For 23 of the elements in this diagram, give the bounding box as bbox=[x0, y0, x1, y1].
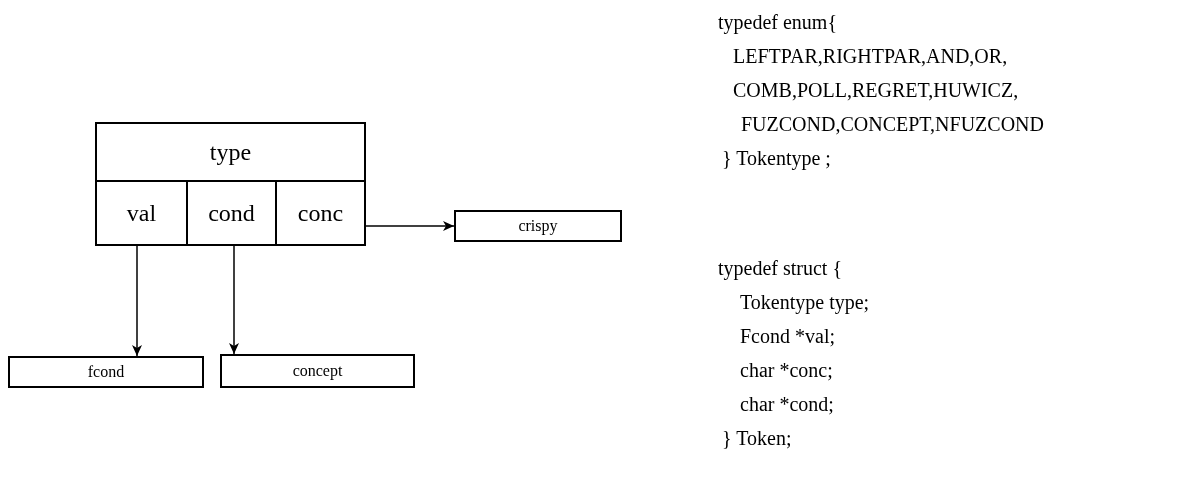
code-line: } Token; bbox=[722, 428, 792, 448]
record-box bbox=[95, 122, 364, 244]
code-line: FUZCOND,CONCEPT,NFUZCOND bbox=[741, 114, 1044, 134]
pointer-target-box bbox=[8, 356, 204, 388]
pointer-target-box bbox=[454, 210, 622, 242]
field-name: type bbox=[209, 140, 252, 164]
pointer-target-box bbox=[220, 354, 415, 388]
code-line: } Tokentype ; bbox=[722, 148, 831, 168]
code-line: char *conc; bbox=[740, 360, 833, 380]
field-cell bbox=[275, 180, 366, 246]
field-name: cond bbox=[208, 201, 255, 225]
code-line: typedef struct { bbox=[718, 258, 842, 278]
code-line: COMB,POLL,REGRET,HUWICZ, bbox=[733, 80, 1019, 100]
field-name: val bbox=[126, 201, 157, 225]
code-line: char *cond; bbox=[740, 394, 834, 414]
field-name: fcond bbox=[87, 364, 125, 380]
field-name: crispy bbox=[518, 218, 558, 234]
code-line: typedef enum{ bbox=[718, 12, 837, 32]
field-name: concept bbox=[292, 363, 343, 379]
code-line: Tokentype type; bbox=[740, 292, 870, 312]
code-line: LEFTPAR,RIGHTPAR,AND,OR, bbox=[733, 46, 1008, 66]
code-line: Fcond *val; bbox=[740, 326, 835, 346]
field-name: conc bbox=[297, 201, 344, 225]
